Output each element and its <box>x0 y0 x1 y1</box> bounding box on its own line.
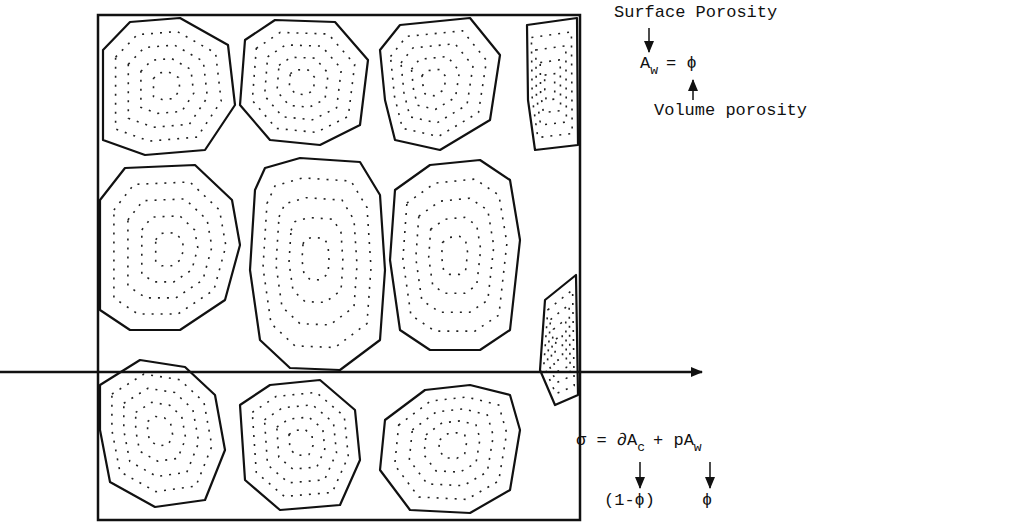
grain <box>527 18 578 150</box>
grain-pores <box>265 405 337 483</box>
annotation-text: Volume porosity <box>654 101 807 120</box>
grain-pores <box>544 290 574 394</box>
grain-pores <box>409 409 493 486</box>
grain-pores <box>289 70 315 95</box>
formula-line: (1-ϕ) <box>604 491 655 511</box>
grain-pores <box>142 216 198 282</box>
subscript: w <box>694 440 702 455</box>
formula-line: Aw= ϕ <box>640 54 697 74</box>
grain <box>390 160 520 350</box>
down-arrow <box>639 462 641 488</box>
formula-line: σ = ∂Ac+ pAw <box>576 431 702 451</box>
grain-pores <box>536 46 567 125</box>
sample-frame <box>98 15 580 520</box>
grain-pores <box>136 402 186 461</box>
grain <box>380 18 500 150</box>
grain-pores <box>252 32 354 132</box>
grain <box>240 380 360 510</box>
grain <box>540 275 578 405</box>
annotation-text: σ = ∂A <box>576 431 637 450</box>
grain-pores <box>531 32 572 138</box>
grain-pores <box>442 236 468 274</box>
grain-pores <box>540 60 560 113</box>
grain-pores <box>429 217 481 293</box>
grain-pores <box>277 417 325 469</box>
grain <box>100 360 225 507</box>
grain-pores <box>401 44 473 123</box>
down-arrow <box>709 462 711 488</box>
grain-pores <box>154 72 180 99</box>
grain-pores <box>403 179 507 331</box>
grain-pores <box>555 334 563 360</box>
grain-pores <box>265 45 342 120</box>
grain-pores <box>424 421 480 472</box>
grain-pores <box>124 388 199 476</box>
formula-line: Surface Porosity <box>614 3 777 23</box>
annotation-text: ϕ <box>702 491 712 510</box>
grain-pores <box>148 417 173 446</box>
grain-pores <box>545 74 555 100</box>
grain-pores <box>412 57 460 110</box>
grain-pores <box>141 59 194 114</box>
subscript: w <box>650 63 658 78</box>
grain-pores <box>116 32 222 142</box>
annotation-text: + pA <box>653 431 694 450</box>
grain-pores <box>276 198 357 325</box>
grain-pores <box>302 238 329 280</box>
grain <box>250 158 385 370</box>
grain-pores <box>156 233 184 266</box>
grain <box>100 165 240 330</box>
grain-pores <box>128 45 207 127</box>
annotation-text: A <box>640 54 650 73</box>
grain-pores <box>551 319 566 371</box>
grain-pores <box>416 198 494 312</box>
grain-pores <box>289 218 343 303</box>
formula-line: ϕ <box>702 491 712 511</box>
grain-pores <box>422 69 446 95</box>
grain-pores <box>112 374 212 492</box>
grain-pores <box>128 199 212 298</box>
grain <box>103 18 235 155</box>
up-arrow <box>692 80 694 100</box>
annotation-text: = ϕ <box>666 54 697 73</box>
grain-pores <box>391 31 487 137</box>
grain-pores <box>114 182 226 314</box>
grain-pores <box>252 392 348 496</box>
grain-pores <box>395 397 507 499</box>
grain-pores <box>439 433 467 459</box>
grain <box>380 385 520 513</box>
grains <box>100 18 578 513</box>
annotation-text: (1-ϕ) <box>604 491 655 510</box>
grain-pores <box>277 57 328 107</box>
grain-pores <box>263 178 371 348</box>
grain-pores <box>289 430 313 456</box>
formula-line: Volume porosity <box>654 101 807 121</box>
down-arrow <box>648 28 650 52</box>
annotation-text: Surface Porosity <box>614 3 777 22</box>
section-line <box>0 371 702 374</box>
subscript: c <box>637 440 645 455</box>
grain <box>240 20 368 145</box>
